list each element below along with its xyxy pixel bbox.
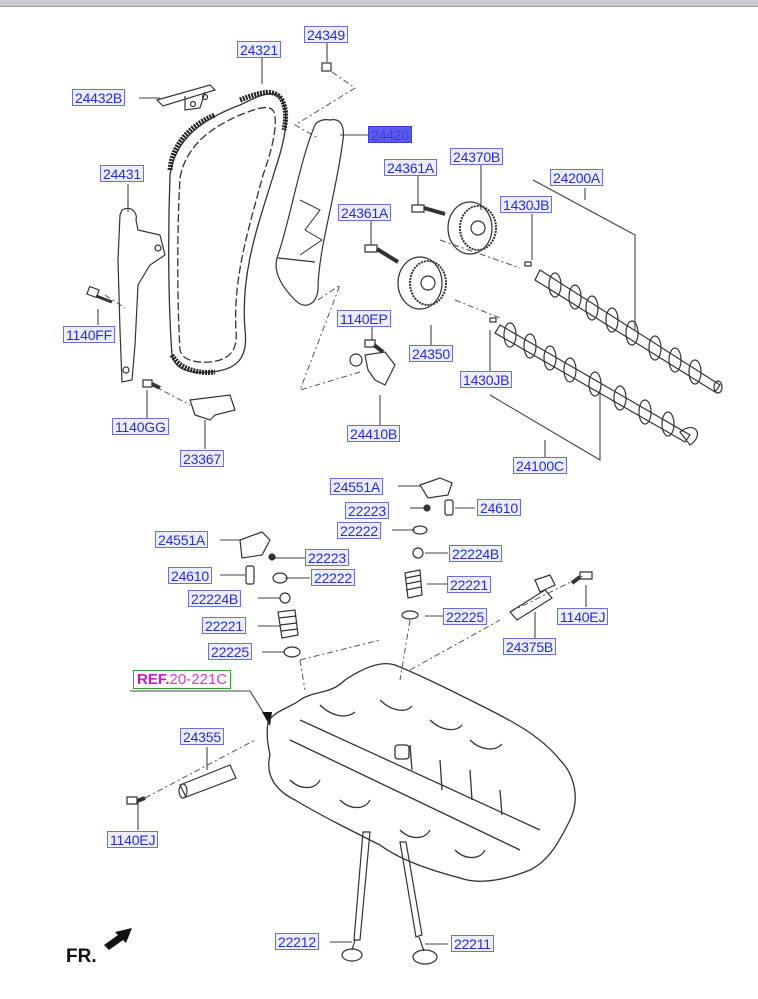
oil-control-valve <box>509 574 556 621</box>
part-label-24551A-right[interactable]: 24551A <box>330 478 384 495</box>
chain-guide-left <box>86 207 166 383</box>
part-label-24551A-left[interactable]: 24551A <box>155 531 209 548</box>
window-top-bar <box>0 0 758 7</box>
part-label-1430JB-upper[interactable]: 1430JB <box>500 196 553 213</box>
part-label-22224B-right[interactable]: 22224B <box>449 545 503 562</box>
valve-24355 <box>178 764 237 799</box>
part-label-24432B[interactable]: 24432B <box>72 89 126 106</box>
part-label-1430JB-lower[interactable]: 1430JB <box>460 371 513 388</box>
front-marker: FR. <box>66 946 97 967</box>
bracket-23367 <box>189 394 236 421</box>
part-label-22224B-left[interactable]: 22224B <box>188 590 242 607</box>
tensioner-arm <box>275 119 345 306</box>
part-label-24349[interactable]: 24349 <box>304 26 348 43</box>
part-label-1140GG[interactable]: 1140GG <box>112 418 169 435</box>
part-label-22223-right[interactable]: 22223 <box>345 502 389 519</box>
part-label-24610-right[interactable]: 24610 <box>477 499 521 516</box>
part-label-24610-left[interactable]: 24610 <box>168 567 212 584</box>
ref-code: 20-221C <box>169 671 228 688</box>
ref-link[interactable]: REF.20-221C <box>133 670 232 689</box>
valves <box>341 831 438 965</box>
part-label-1140EJ-left[interactable]: 1140EJ <box>107 831 159 848</box>
ref-arrow-head <box>262 712 272 726</box>
part-label-1140FF[interactable]: 1140FF <box>63 326 116 343</box>
part-label-24200A[interactable]: 24200A <box>550 169 604 186</box>
part-label-24361A-upper[interactable]: 24361A <box>384 159 438 176</box>
part-label-1140EJ-right[interactable]: 1140EJ <box>557 608 609 625</box>
part-label-1140EP[interactable]: 1140EP <box>337 310 391 327</box>
bolts <box>126 62 593 805</box>
part-label-22221-right[interactable]: 22221 <box>447 576 491 593</box>
part-label-22225-left[interactable]: 22225 <box>208 643 252 660</box>
cam-lobes-lower <box>503 322 698 446</box>
part-label-22225-right[interactable]: 22225 <box>443 608 487 625</box>
part-label-24100C[interactable]: 24100C <box>513 457 567 474</box>
part-label-24355[interactable]: 24355 <box>180 728 224 745</box>
part-label-24370B[interactable]: 24370B <box>450 148 504 165</box>
valvetrain-parts <box>239 477 454 658</box>
hydraulic-tensioner <box>349 351 396 386</box>
part-label-22223-left[interactable]: 22223 <box>305 549 349 566</box>
part-label-22222-left[interactable]: 22222 <box>311 569 355 586</box>
cam-sprockets <box>397 201 497 310</box>
cylinder-head <box>266 663 576 882</box>
part-label-23367[interactable]: 23367 <box>180 450 224 467</box>
part-label-24321[interactable]: 24321 <box>237 41 281 58</box>
camshafts <box>489 261 723 446</box>
leader-lines <box>97 42 636 945</box>
part-label-24375B[interactable]: 24375B <box>503 638 557 655</box>
part-label-24420[interactable]: 24420 <box>368 126 412 143</box>
part-label-24410B[interactable]: 24410B <box>347 425 401 442</box>
cam-lobes-upper <box>548 272 723 394</box>
part-label-24431[interactable]: 24431 <box>100 165 144 182</box>
part-label-22222-right[interactable]: 22222 <box>337 522 381 539</box>
ref-prefix: REF. <box>137 671 170 688</box>
part-label-22221-left[interactable]: 22221 <box>202 617 246 634</box>
part-label-22211[interactable]: 22211 <box>451 935 494 952</box>
front-arrow-icon <box>104 928 132 950</box>
part-label-24361A-lower[interactable]: 24361A <box>338 204 392 221</box>
part-label-24350[interactable]: 24350 <box>409 345 453 362</box>
timing-chain <box>167 90 289 375</box>
part-label-22212[interactable]: 22212 <box>275 933 319 950</box>
chain-guide-upper <box>155 84 217 111</box>
